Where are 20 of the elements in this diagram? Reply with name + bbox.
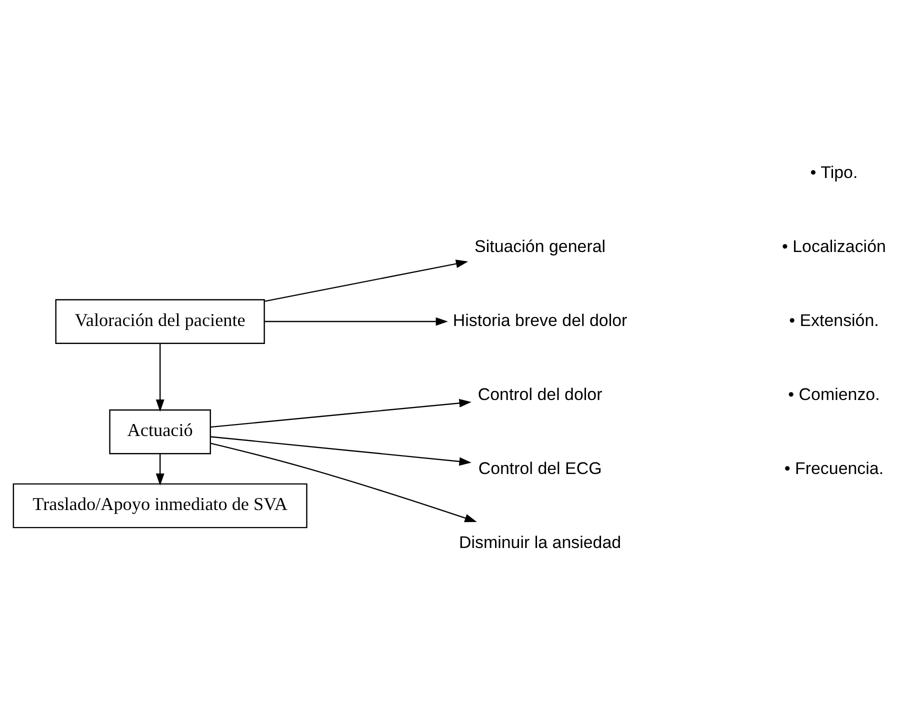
node-text: Control del dolor xyxy=(478,384,602,404)
node-text: Disminuir la ansiedad xyxy=(459,532,622,552)
node-box: Actuació xyxy=(109,408,211,454)
node-box: Valoración del paciente xyxy=(55,298,265,344)
node-text: Historia breve del dolor xyxy=(452,310,628,330)
node-box: Traslado/Apoyo inmediato de SVA xyxy=(12,482,308,528)
arrow xyxy=(210,442,477,522)
label: • Localización xyxy=(782,236,886,256)
node-text: Situación general xyxy=(474,236,606,256)
arrow xyxy=(210,436,472,466)
label: • Extensión. xyxy=(789,310,879,330)
node-text: Control del ECG xyxy=(478,458,602,478)
arrow xyxy=(156,453,164,486)
arrow xyxy=(210,398,472,428)
label: • Comienzo. xyxy=(788,384,880,404)
arrow xyxy=(264,316,448,326)
label: • Frecuencia. xyxy=(784,458,884,478)
arrow xyxy=(156,343,164,412)
label: • Tipo. xyxy=(810,162,858,182)
arrow xyxy=(264,259,468,302)
